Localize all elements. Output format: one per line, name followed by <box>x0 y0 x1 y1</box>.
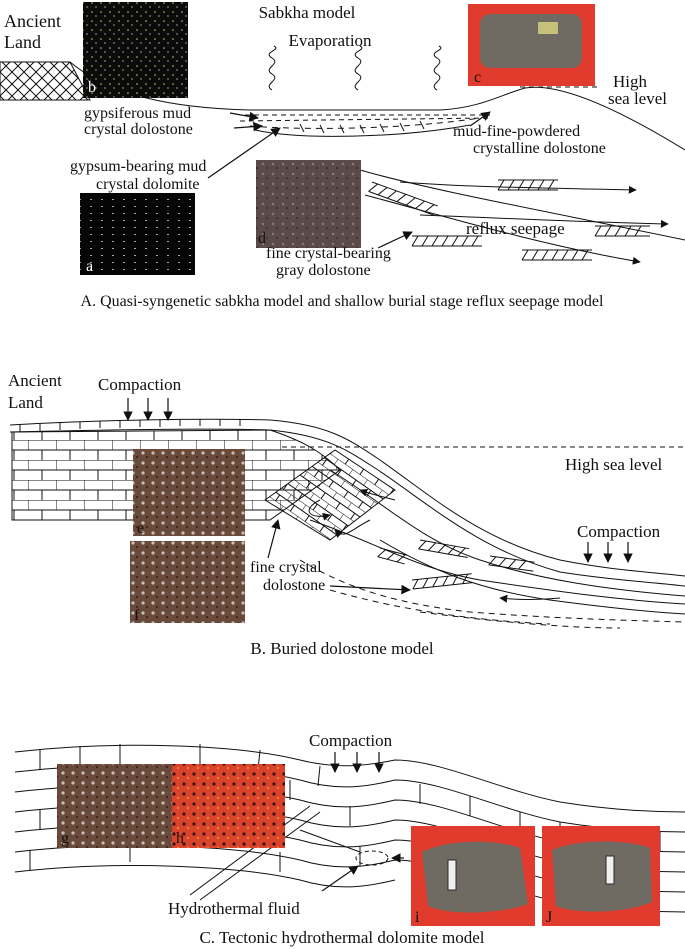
caption-c: C. Tectonic hydrothermal dolomite model <box>199 928 484 947</box>
caption-b: B. Buried dolostone model <box>250 639 433 658</box>
compaction-b-left: Compaction <box>98 375 182 394</box>
mud-fine-line1: mud-fine-powdered <box>453 123 580 140</box>
gypsum-bearing-line1: gypsum-bearing mud <box>70 158 206 175</box>
photo-label-f: f <box>134 607 140 624</box>
ancient-land-b-line2: Land <box>8 393 43 412</box>
photo-label-a: a <box>86 258 93 275</box>
high-sea-level-a-line1: High <box>613 72 648 91</box>
gypsiferous-line1: gypsiferous mud <box>84 105 191 122</box>
hydrothermal-fluid-label: Hydrothermal fluid <box>168 899 300 918</box>
high-sea-level-b: High sea level <box>565 455 663 474</box>
photo-label-e: e <box>137 520 144 537</box>
ancient-land-a <box>0 61 91 101</box>
photo-h-thin-section <box>172 764 285 848</box>
sabkha-title: Sabkha model <box>259 3 356 22</box>
gypsiferous-line2: crystal dolostone <box>84 121 193 138</box>
photo-label-g: g <box>61 830 69 847</box>
photo-label-i: i <box>415 909 420 926</box>
panel-c: Compaction <box>14 731 685 947</box>
photo-label-j: J <box>546 909 552 926</box>
core-sample-c <box>480 14 582 68</box>
dolostone-bands-a <box>368 179 650 261</box>
fine-crystal-line1: fine crystal <box>250 559 322 576</box>
photo-e-thin-section <box>133 449 245 536</box>
mud-fine-line2: crystalline dolostone <box>473 140 606 157</box>
panel-a: Sabkha model Evaporation Ancient Land Hi… <box>0 2 685 310</box>
core-tag-c <box>538 22 558 34</box>
photo-g-thin-section <box>57 764 172 848</box>
high-sea-level-a-line2: sea level <box>608 89 667 108</box>
ancient-land-a-line1: Ancient <box>4 11 61 31</box>
fine-crystal-line2: dolostone <box>263 577 325 594</box>
compaction-b-right: Compaction <box>577 522 661 541</box>
core-sample-j <box>552 841 652 912</box>
ancient-land-a-line2: Land <box>4 32 41 52</box>
photo-label-b: b <box>88 79 96 96</box>
compaction-c: Compaction <box>309 731 393 750</box>
dolostone-bricks-b <box>264 449 396 541</box>
photo-f-thin-section <box>130 541 245 623</box>
photo-d-thin-section <box>256 160 361 248</box>
ancient-land-b-line1: Ancient <box>8 371 62 390</box>
scale-j <box>605 855 615 885</box>
fine-crystal-bearing-line1: fine crystal-bearing <box>266 245 391 262</box>
fine-crystal-bearing-line2: gray dolostone <box>276 262 371 279</box>
photo-a-thin-section <box>80 193 195 275</box>
fault-lines <box>189 805 389 901</box>
photo-label-h: h <box>176 830 184 847</box>
gypsum-bearing-line2: crystal dolomite <box>96 176 200 193</box>
panel-b: Ancient Land Compaction High sea level <box>8 371 685 658</box>
evaporation-arrows <box>268 45 442 91</box>
photo-label-c: c <box>474 69 481 86</box>
photo-b-thin-section <box>83 2 188 98</box>
photo-label-d: d <box>258 230 266 247</box>
scale-i <box>447 859 457 891</box>
reflux-seepage-label: reflux seepage <box>466 219 565 238</box>
evaporation-label: Evaporation <box>288 31 372 50</box>
core-sample-i <box>422 841 528 913</box>
caption-a: A. Quasi-syngenetic sabkha model and sha… <box>81 293 605 310</box>
